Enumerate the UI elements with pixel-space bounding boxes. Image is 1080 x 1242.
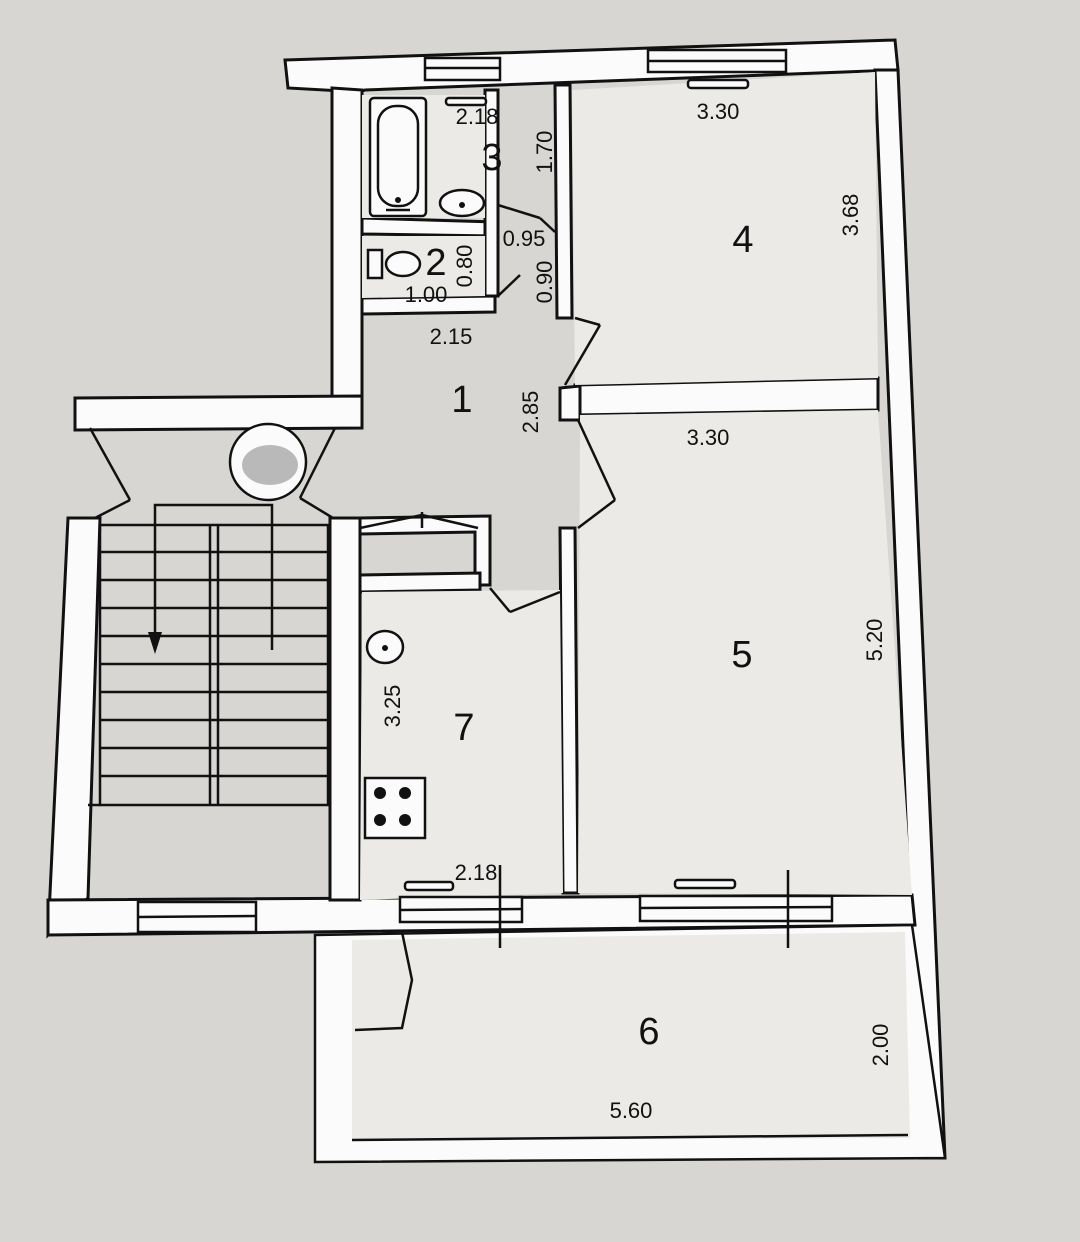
cabinet-door-right (421, 513, 479, 530)
cabinet-door-left (359, 513, 423, 530)
kitchen-sink-drain (382, 645, 388, 651)
dim-room1-depth: 2.85 (518, 391, 543, 434)
room-6-number: 6 (638, 1011, 659, 1053)
door-bath-swing (539, 217, 556, 233)
stair-arrow-icon (148, 632, 162, 654)
dim-room5-width: 3.30 (687, 425, 730, 450)
room-5-number: 5 (731, 634, 752, 676)
walls (46, 38, 947, 1164)
door-wc-leaf (497, 274, 521, 297)
toilet-tank (366, 248, 384, 280)
room-2-number: 2 (425, 242, 446, 284)
floor-room-4 (572, 72, 878, 385)
room-4-number: 4 (732, 219, 753, 261)
kitchen-left-wall (328, 516, 362, 902)
stove-burner (399, 787, 411, 799)
stub-wall-4 (558, 384, 582, 422)
dim-room7-width: 2.18 (455, 860, 498, 885)
radiator-room-4 (686, 78, 750, 90)
dim-room7-depth: 3.25 (380, 685, 405, 728)
dim-room3-depth: 1.70 (532, 131, 557, 174)
entrance-door-right-b (299, 496, 334, 520)
wall-kitchen-cabinet (358, 571, 482, 594)
room-floors (360, 72, 912, 900)
door-room-4-leaf (574, 316, 601, 327)
door-kitchen-leaf (509, 590, 561, 614)
radiator-bath (444, 96, 488, 107)
door-kitchen-swing (489, 587, 511, 613)
window-kitchen-line (399, 907, 523, 912)
balcony-cabinet (354, 931, 414, 1032)
dim-room4-depth: 3.68 (838, 194, 863, 237)
wall-corridor-4 (553, 83, 574, 320)
entrance-door-left-b (94, 498, 131, 520)
stove-burner (374, 814, 386, 826)
room-1-number: 1 (451, 379, 472, 421)
bath-drain-icon (395, 197, 401, 203)
dim-room1-width: 2.15 (430, 324, 473, 349)
stove-icon (363, 776, 427, 840)
stair-top-wall (73, 394, 364, 432)
dimension-labels: 2.18 1.70 1.00 0.80 0.95 0.90 2.15 2.85 … (380, 99, 893, 1123)
room-7-number: 7 (453, 707, 474, 749)
bathtub-icon (368, 96, 428, 218)
bathtub-inner (376, 104, 420, 208)
dim-room6-depth: 2.00 (868, 1024, 893, 1067)
floor-room-2 (362, 236, 485, 298)
stove-burner (374, 787, 386, 799)
window-stair-line (137, 914, 257, 919)
window-room-5-line (639, 905, 833, 910)
stair-left-wall (46, 516, 102, 939)
dim-corridor-door: 0.95 (503, 226, 546, 251)
toilet-icon (384, 250, 422, 278)
door-room-5-leaf (577, 499, 616, 529)
dim-room3-width: 2.18 (456, 104, 499, 129)
dim-room4-width: 3.30 (697, 99, 740, 124)
door-room-5-swing (576, 419, 617, 501)
wall-2-1 (360, 294, 497, 316)
entrance-door-right (298, 427, 337, 499)
fixtures (228, 96, 486, 840)
bath-sink-drain (459, 202, 465, 208)
redacted-mark (242, 445, 298, 485)
dim-room2-width: 1.00 (405, 282, 448, 307)
room-labels: 1 2 3 4 5 6 7 (425, 137, 753, 1053)
dim-room5-depth: 5.20 (862, 619, 887, 662)
windows (136, 48, 834, 948)
doors (88, 203, 617, 1032)
dim-room6-width: 5.60 (610, 1098, 653, 1123)
entrance-door-left (88, 427, 132, 501)
balcony-rail (351, 1133, 909, 1142)
dim-room2-depth: 0.80 (452, 245, 477, 288)
balcony-floor (352, 932, 910, 1140)
radiator-room-5 (673, 878, 737, 890)
door-bath-leaf (497, 203, 541, 220)
wall-7-5 (558, 526, 580, 895)
dim-corridor-niche: 0.90 (532, 261, 557, 304)
door-room-4-swing (563, 324, 602, 386)
room-3-number: 3 (481, 137, 502, 179)
stair-direction-line (153, 503, 274, 650)
wall-3-2 (360, 216, 497, 238)
floor-room-5 (578, 410, 912, 895)
left-upper-wall (330, 86, 364, 427)
radiator-kitchen (403, 880, 455, 892)
stove-burner (399, 814, 411, 826)
stairs (88, 503, 330, 807)
